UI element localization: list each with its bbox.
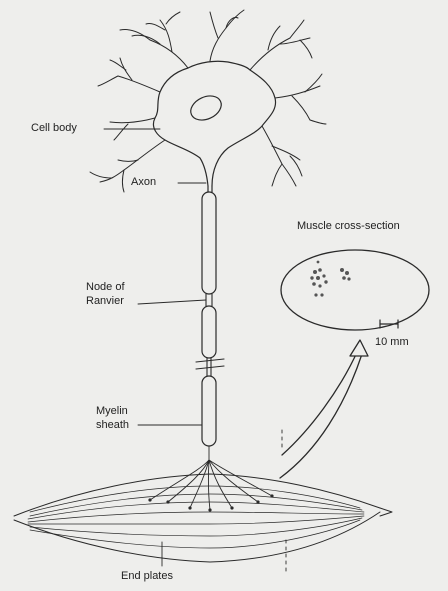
axon bbox=[208, 186, 212, 192]
cross-section-outline bbox=[281, 250, 429, 330]
nerve-terminals bbox=[150, 446, 272, 510]
muscle-cross-section bbox=[281, 250, 429, 330]
end-plate-dots bbox=[148, 494, 273, 511]
myelin-sheath-label-line2: sheath bbox=[96, 419, 129, 432]
nodes-of-ranvier bbox=[206, 294, 212, 368]
node-of-ranvier-label-line1: Node of bbox=[86, 281, 125, 294]
cell-body-label: Cell body bbox=[31, 122, 77, 135]
myelin-sheath-label-line1: Myelin bbox=[96, 405, 128, 418]
muscle-fiber bbox=[14, 474, 392, 562]
myelin-segment-3 bbox=[202, 376, 216, 446]
dendrites bbox=[90, 10, 326, 192]
myelin-segment-2 bbox=[202, 306, 216, 358]
curved-arrow bbox=[280, 340, 368, 478]
scale-bar-label: 10 mm bbox=[375, 336, 409, 349]
cell-body bbox=[153, 61, 275, 186]
end-plates-label: End plates bbox=[121, 570, 173, 583]
guide-lines bbox=[162, 430, 286, 572]
muscle-cross-section-label: Muscle cross-section bbox=[297, 220, 400, 233]
axon-break bbox=[196, 359, 224, 376]
axon-label: Axon bbox=[131, 176, 156, 189]
myelin-segment-1 bbox=[202, 192, 216, 294]
node-of-ranvier-label-line2: Ranvier bbox=[86, 295, 124, 308]
myelin-sheath bbox=[202, 192, 216, 446]
nucleus bbox=[187, 91, 225, 124]
cross-section-detail bbox=[310, 261, 350, 297]
